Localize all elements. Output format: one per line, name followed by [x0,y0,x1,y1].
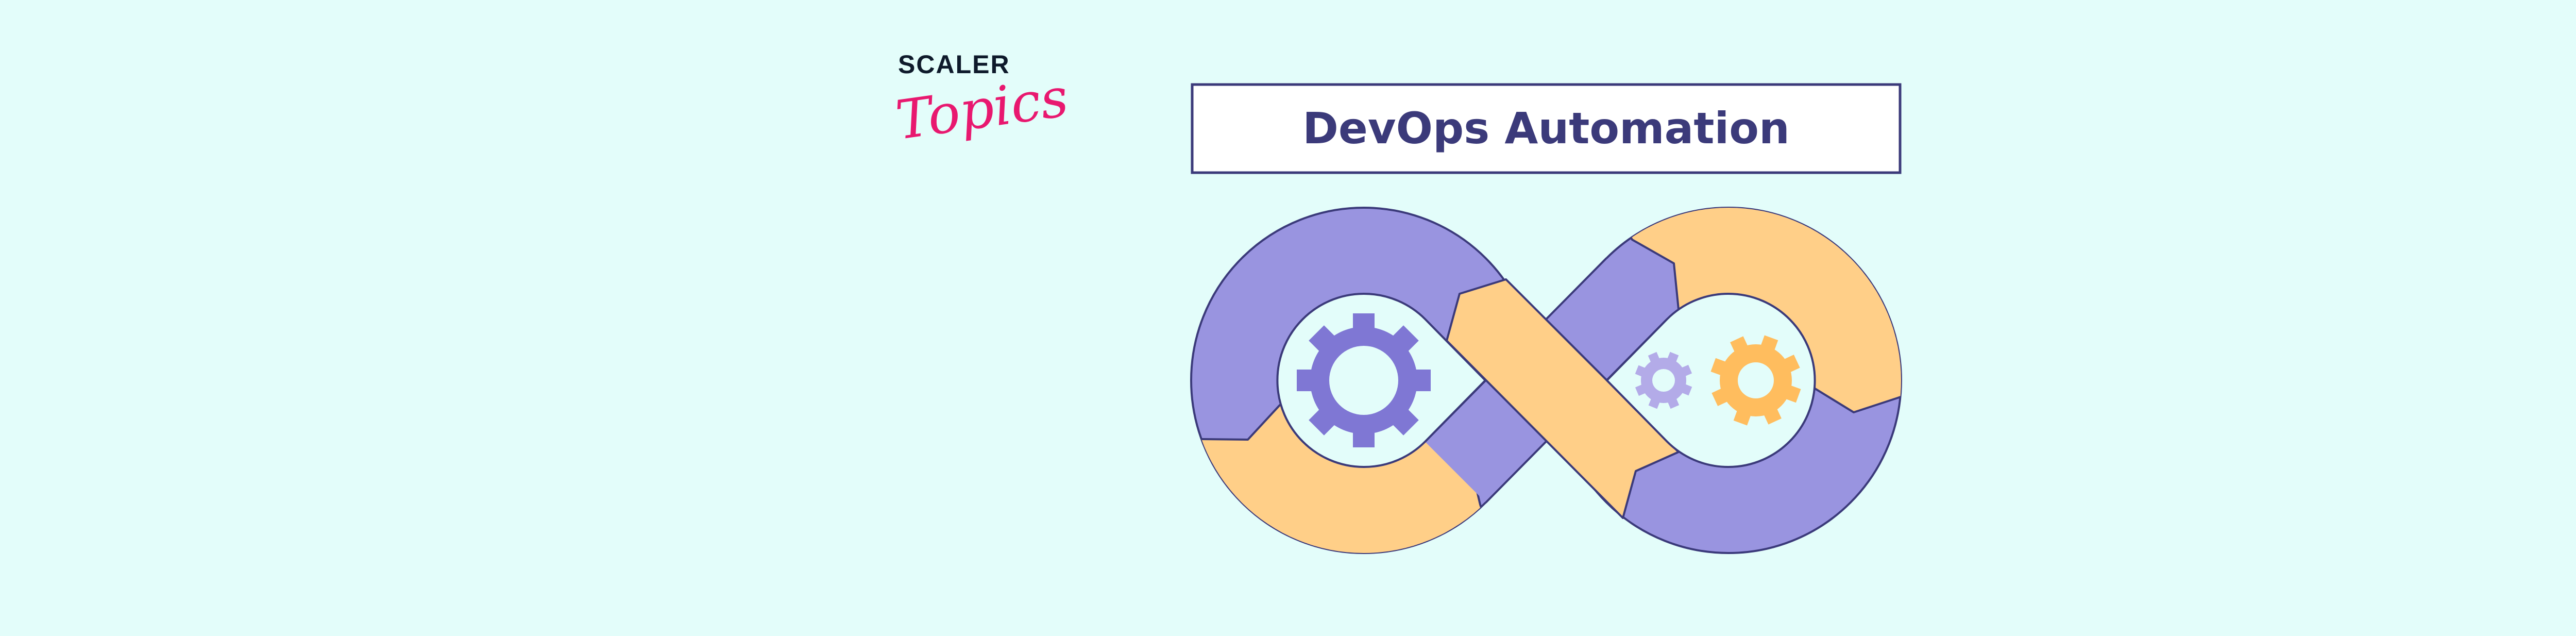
orange-gear-icon [1710,335,1801,426]
small-gear-icon [1635,352,1692,409]
scaler-topics-logo: SCALER Topics [892,50,1072,152]
right-hole [1606,293,1816,468]
infinity-loop-icon [1190,207,1902,554]
title-box: DevOps Automation [1191,83,1902,174]
gear-hole [1738,362,1774,398]
main-gear-icon [1297,313,1431,447]
logo-brand: SCALER [898,50,1010,79]
gear-hole [1652,369,1675,392]
gear-hole [1329,346,1398,415]
page-title: DevOps Automation [1302,103,1790,154]
